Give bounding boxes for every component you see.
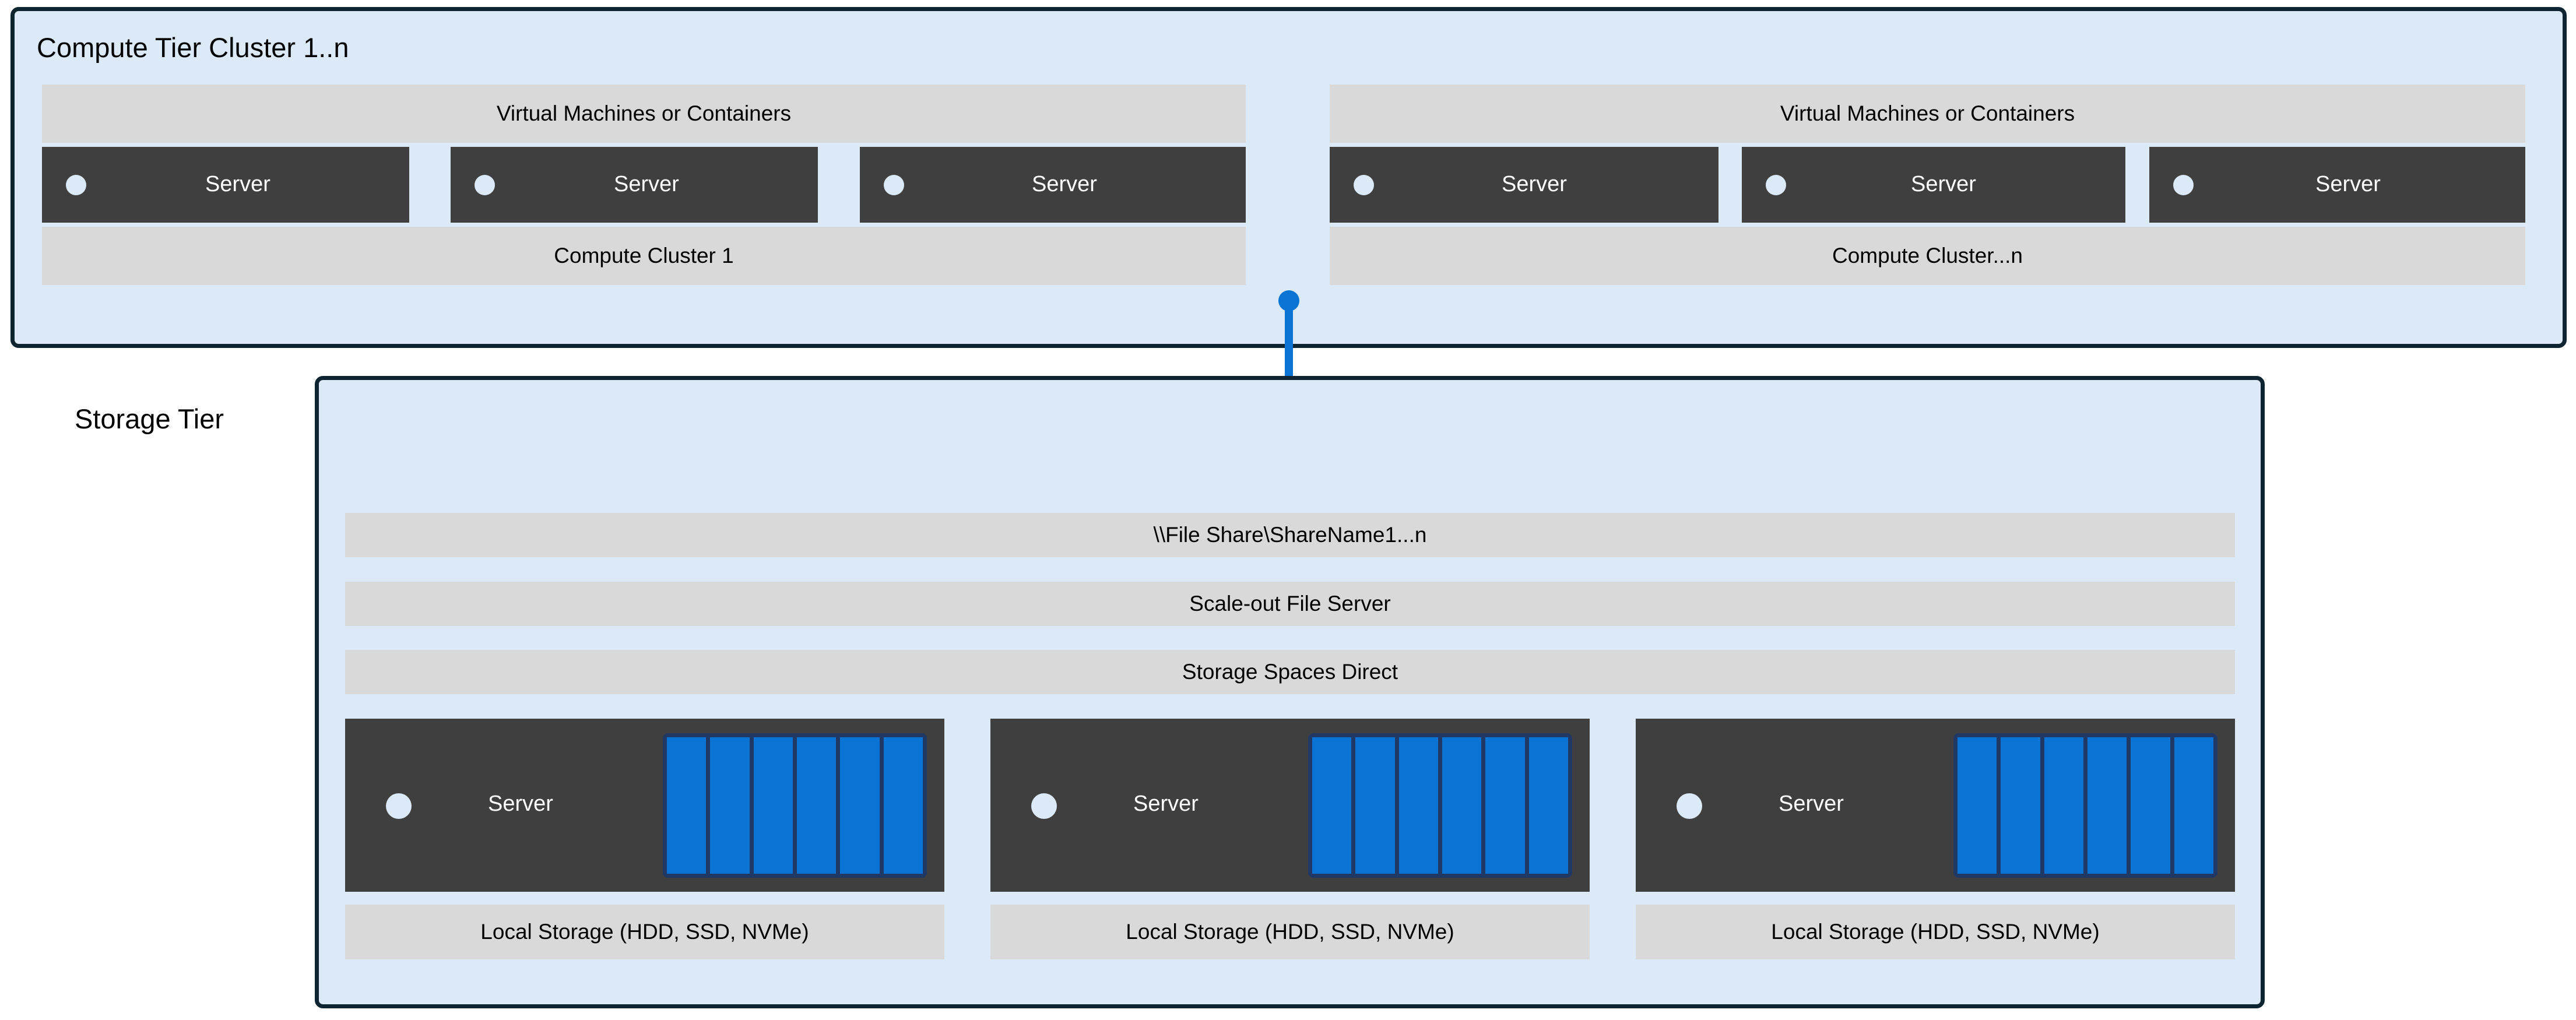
disk-bay bbox=[1355, 737, 1395, 874]
storage-node-1-disk-array bbox=[663, 733, 927, 878]
disk-bay bbox=[2174, 737, 2213, 874]
storage-node-2-server[interactable]: Server bbox=[990, 719, 1590, 892]
cluster-1-server-3-label: Server bbox=[1032, 172, 1097, 196]
disk-bay bbox=[1958, 737, 1997, 874]
storage-spaces-direct-band: Storage Spaces Direct bbox=[345, 650, 2235, 694]
status-led-icon bbox=[1677, 793, 1702, 819]
cluster-n-server-3-label: Server bbox=[2315, 172, 2381, 196]
storage-node-2-disk-array bbox=[1308, 733, 1572, 878]
disk-bay bbox=[2044, 737, 2083, 874]
cluster-n-server-2[interactable]: Server bbox=[1742, 147, 2125, 223]
storage-node-3-server[interactable]: Server bbox=[1636, 719, 2235, 892]
storage-node-3-local-storage-band: Local Storage (HDD, SSD, NVMe) bbox=[1636, 905, 2235, 959]
cluster-n-server-1-label: Server bbox=[1502, 172, 1567, 196]
compute-tier-title: Compute Tier Cluster 1..n bbox=[37, 32, 349, 63]
disk-bay bbox=[1485, 737, 1525, 874]
cluster-1-server-2-label: Server bbox=[614, 172, 679, 196]
cluster-n-server-3[interactable]: Server bbox=[2149, 147, 2525, 223]
file-share-band: \\File Share\ShareName1...n bbox=[345, 513, 2235, 557]
status-led-icon bbox=[884, 175, 904, 195]
disk-bay bbox=[2001, 737, 2040, 874]
storage-node-3-server-label: Server bbox=[1779, 792, 1844, 816]
cluster-1-server-3[interactable]: Server bbox=[860, 147, 1246, 223]
storage-node-1-server[interactable]: Server bbox=[345, 719, 944, 892]
status-led-icon bbox=[1766, 175, 1786, 195]
disk-bay bbox=[840, 737, 880, 874]
cluster-1-vm-band: Virtual Machines or Containers bbox=[42, 85, 1246, 143]
status-led-icon bbox=[66, 175, 86, 195]
disk-bay bbox=[710, 737, 750, 874]
disk-bay bbox=[796, 737, 837, 874]
cluster-n-vm-band: Virtual Machines or Containers bbox=[1330, 85, 2525, 143]
cluster-1-server-1[interactable]: Server bbox=[42, 147, 409, 223]
storage-node-1-server-label: Server bbox=[488, 792, 553, 816]
status-led-icon bbox=[386, 793, 412, 819]
storage-node-2-local-storage-band: Local Storage (HDD, SSD, NVMe) bbox=[990, 905, 1590, 959]
storage-tier-title: Storage Tier bbox=[75, 403, 224, 434]
status-led-icon bbox=[1031, 793, 1057, 819]
disk-bay bbox=[1528, 737, 1568, 874]
cluster-1-server-1-label: Server bbox=[205, 172, 270, 196]
disk-bay bbox=[753, 737, 793, 874]
disk-bay bbox=[2087, 737, 2127, 874]
storage-node-1-local-storage-band: Local Storage (HDD, SSD, NVMe) bbox=[345, 905, 944, 959]
connector-top-dot-icon bbox=[1278, 290, 1299, 311]
scale-out-file-server-band: Scale-out File Server bbox=[345, 582, 2235, 626]
status-led-icon bbox=[1354, 175, 1374, 195]
cluster-1-name-band: Compute Cluster 1 bbox=[42, 227, 1246, 285]
status-led-icon bbox=[475, 175, 495, 195]
cluster-n-server-2-label: Server bbox=[1911, 172, 1976, 196]
storage-node-2-server-label: Server bbox=[1133, 792, 1199, 816]
disk-bay bbox=[2131, 737, 2170, 874]
status-led-icon bbox=[2173, 175, 2194, 195]
disk-bay bbox=[1398, 737, 1438, 874]
disk-bay bbox=[667, 737, 707, 874]
storage-node-3-disk-array bbox=[1953, 733, 2217, 878]
cluster-1-server-2[interactable]: Server bbox=[451, 147, 818, 223]
disk-bay bbox=[1442, 737, 1482, 874]
cluster-n-name-band: Compute Cluster...n bbox=[1330, 227, 2525, 285]
cluster-n-server-1[interactable]: Server bbox=[1330, 147, 1718, 223]
disk-bay bbox=[1312, 737, 1352, 874]
disk-bay bbox=[883, 737, 923, 874]
